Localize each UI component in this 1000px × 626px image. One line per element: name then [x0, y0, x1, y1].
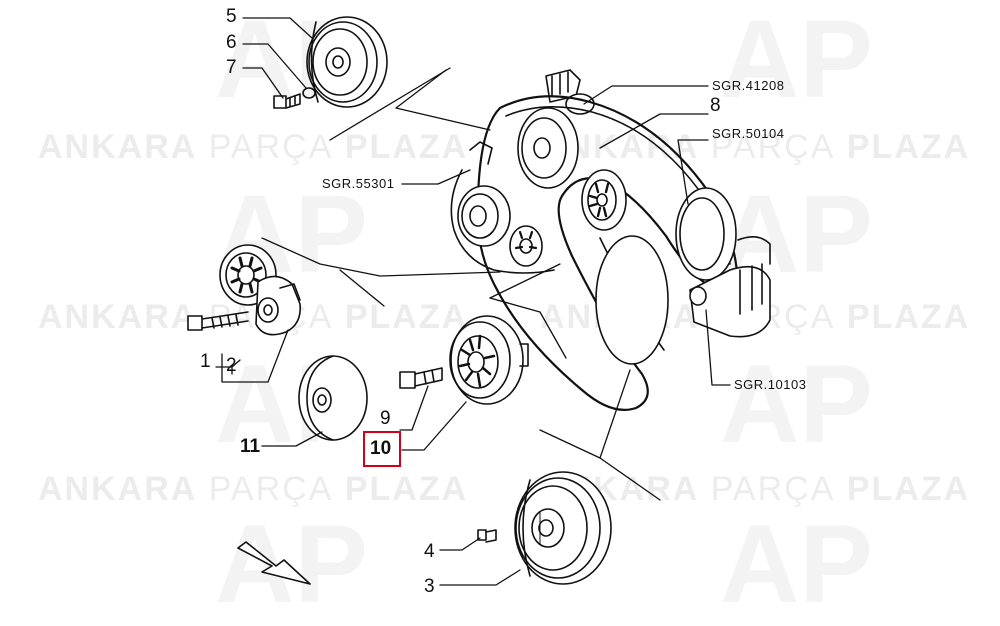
part-label-11[interactable]: 11: [240, 436, 261, 457]
part-label-9[interactable]: 9: [380, 408, 391, 429]
part-label-2[interactable]: 2: [226, 355, 237, 376]
part-label-5[interactable]: 5: [226, 6, 237, 27]
watermark-logo: AP: [720, 343, 873, 466]
part-label-8[interactable]: 8: [710, 95, 721, 116]
ref-sgr-41208[interactable]: SGR.41208: [712, 78, 785, 93]
part-label-7[interactable]: 7: [226, 57, 237, 78]
direction-arrow-icon: [237, 541, 311, 585]
part-label-6[interactable]: 6: [226, 32, 237, 53]
bolt-4: [477, 529, 497, 543]
diagram-canvas: AP AP AP AP AP AP AP AP ANKARA PARÇA PLA…: [38, 0, 971, 620]
pulley-11: [298, 355, 368, 441]
explosion-lines: [261, 67, 661, 501]
selected-part-highlight: [363, 431, 401, 467]
belt-drive-drawing: [187, 16, 771, 586]
ref-sgr-10103[interactable]: SGR.10103: [734, 377, 807, 392]
watermark-text: ANKARA PARÇA PLAZA: [540, 470, 971, 508]
leader-lines: [215, 17, 731, 586]
tensioner-bolt: [187, 311, 249, 331]
part-label-1[interactable]: 1: [200, 351, 211, 372]
pulley-10: [449, 315, 529, 405]
bolt-7: [273, 93, 301, 109]
bolt-9: [399, 367, 443, 389]
ref-sgr-50104[interactable]: SGR.50104: [712, 126, 785, 141]
watermark-text: ANKARA PARÇA PLAZA: [38, 470, 469, 508]
part-label-4[interactable]: 4: [424, 541, 435, 562]
engine-assembly: [450, 69, 771, 411]
pulley-3: [514, 471, 612, 585]
tensioner-1-2: [219, 244, 302, 336]
part-label-10[interactable]: 10: [370, 438, 392, 459]
washer-6: [302, 87, 316, 99]
part-label-3[interactable]: 3: [424, 576, 435, 597]
watermark-text: ANKARA PARÇA PLAZA: [38, 128, 469, 166]
watermark-logo: AP: [720, 0, 873, 121]
ref-sgr-55301[interactable]: SGR.55301: [322, 176, 395, 191]
pulley-5: [306, 16, 388, 108]
